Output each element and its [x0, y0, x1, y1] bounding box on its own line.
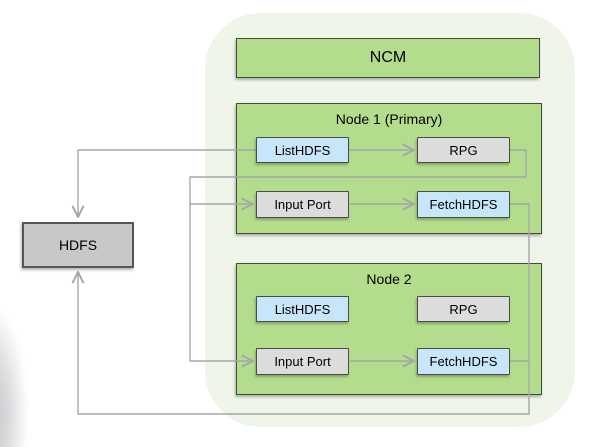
node2-listhdfs-box: ListHDFS: [256, 296, 349, 322]
node1-fetchhdfs-label: FetchHDFS: [429, 197, 498, 212]
node1-rpg-box: RPG: [417, 137, 510, 163]
ncm-box: NCM: [236, 38, 540, 78]
node1-listhdfs-label: ListHDFS: [274, 142, 331, 158]
node2-listhdfs-label: ListHDFS: [274, 301, 331, 317]
page-curl-shadow: [0, 288, 42, 447]
hdfs-box: HDFS: [22, 222, 134, 268]
node1-title: Node 1 (Primary): [335, 111, 443, 127]
hdfs-label: HDFS: [58, 237, 98, 253]
node1-inputport-label: Input Port: [274, 197, 331, 212]
node2-rpg-label: RPG: [449, 301, 478, 317]
node1-listhdfs-box: ListHDFS: [256, 137, 349, 163]
node2-rpg-box: RPG: [417, 296, 510, 322]
node2-title: Node 2: [366, 271, 412, 287]
node2-box: Node 2: [236, 263, 542, 395]
node2-inputport-label: Input Port: [274, 354, 331, 369]
node1-inputport-box: Input Port: [256, 191, 349, 218]
ncm-label: NCM: [369, 49, 407, 66]
node1-rpg-label: RPG: [449, 142, 478, 158]
node2-inputport-box: Input Port: [256, 348, 349, 375]
node2-fetchhdfs-label: FetchHDFS: [429, 354, 498, 369]
node1-fetchhdfs-box: FetchHDFS: [417, 191, 510, 218]
node2-fetchhdfs-box: FetchHDFS: [417, 348, 510, 375]
